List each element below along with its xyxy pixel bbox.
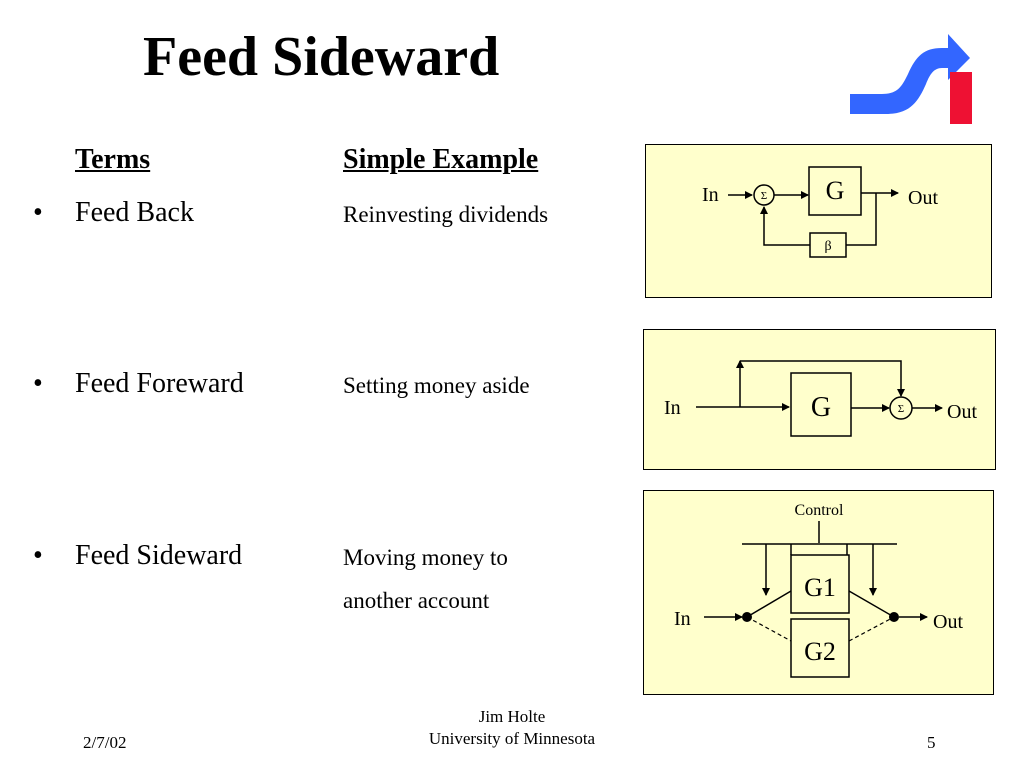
g-block-label: G [811, 392, 831, 423]
bullet-marker: • [33, 368, 43, 399]
slide-title: Feed Sideward [143, 26, 500, 88]
g-block [790, 372, 852, 437]
logo-icon [850, 34, 972, 124]
g-block [808, 166, 862, 216]
summing-symbol: Σ [898, 403, 904, 415]
term-feed-foreward: Feed Foreward [75, 368, 244, 399]
g2-block-label: G2 [804, 637, 836, 666]
footer-org: University of Minnesota [428, 729, 596, 748]
page-number: 5 [927, 733, 936, 752]
g1-block-label: G1 [804, 573, 836, 602]
term-feed-sideward: Feed Sideward [75, 540, 243, 571]
beta-block-label: β [824, 239, 831, 254]
output-switch-node [889, 612, 899, 622]
term-feed-back: Feed Back [75, 197, 194, 228]
feedback-in-label: In [702, 184, 719, 206]
feedsideward-in-label: In [674, 608, 691, 630]
footer-author: Jim Holte [478, 707, 546, 726]
example-feed-foreward: Setting money aside [343, 373, 530, 398]
feedforward-out-label: Out [947, 401, 977, 423]
terms-header: Terms [75, 144, 151, 175]
footer-center: Jim Holte University of Minnesota [362, 706, 662, 750]
example-header: Simple Example [343, 144, 539, 175]
feedback-out-label: Out [908, 187, 938, 209]
control-label: Control [795, 502, 844, 519]
feedforward-in-label: In [664, 397, 681, 419]
footer-date: 2/7/02 [83, 733, 127, 752]
feedback-diagram: In Σ G Out β [645, 144, 992, 298]
bullet-marker: • [33, 540, 43, 571]
feedforward-diagram: In G Σ Out [643, 329, 996, 470]
bullet-marker: • [33, 197, 43, 228]
g-block-label: G [826, 176, 845, 205]
feedsideward-out-label: Out [933, 611, 963, 633]
g2-block [790, 618, 850, 678]
example-feed-sideward-line2: another account [343, 588, 490, 613]
summing-symbol: Σ [761, 190, 767, 202]
g1-block [790, 554, 850, 614]
example-feed-back: Reinvesting dividends [343, 202, 549, 227]
example-feed-sideward: Moving money to [343, 545, 508, 570]
feedsideward-diagram: Control G1 G2 In Out [643, 490, 994, 695]
